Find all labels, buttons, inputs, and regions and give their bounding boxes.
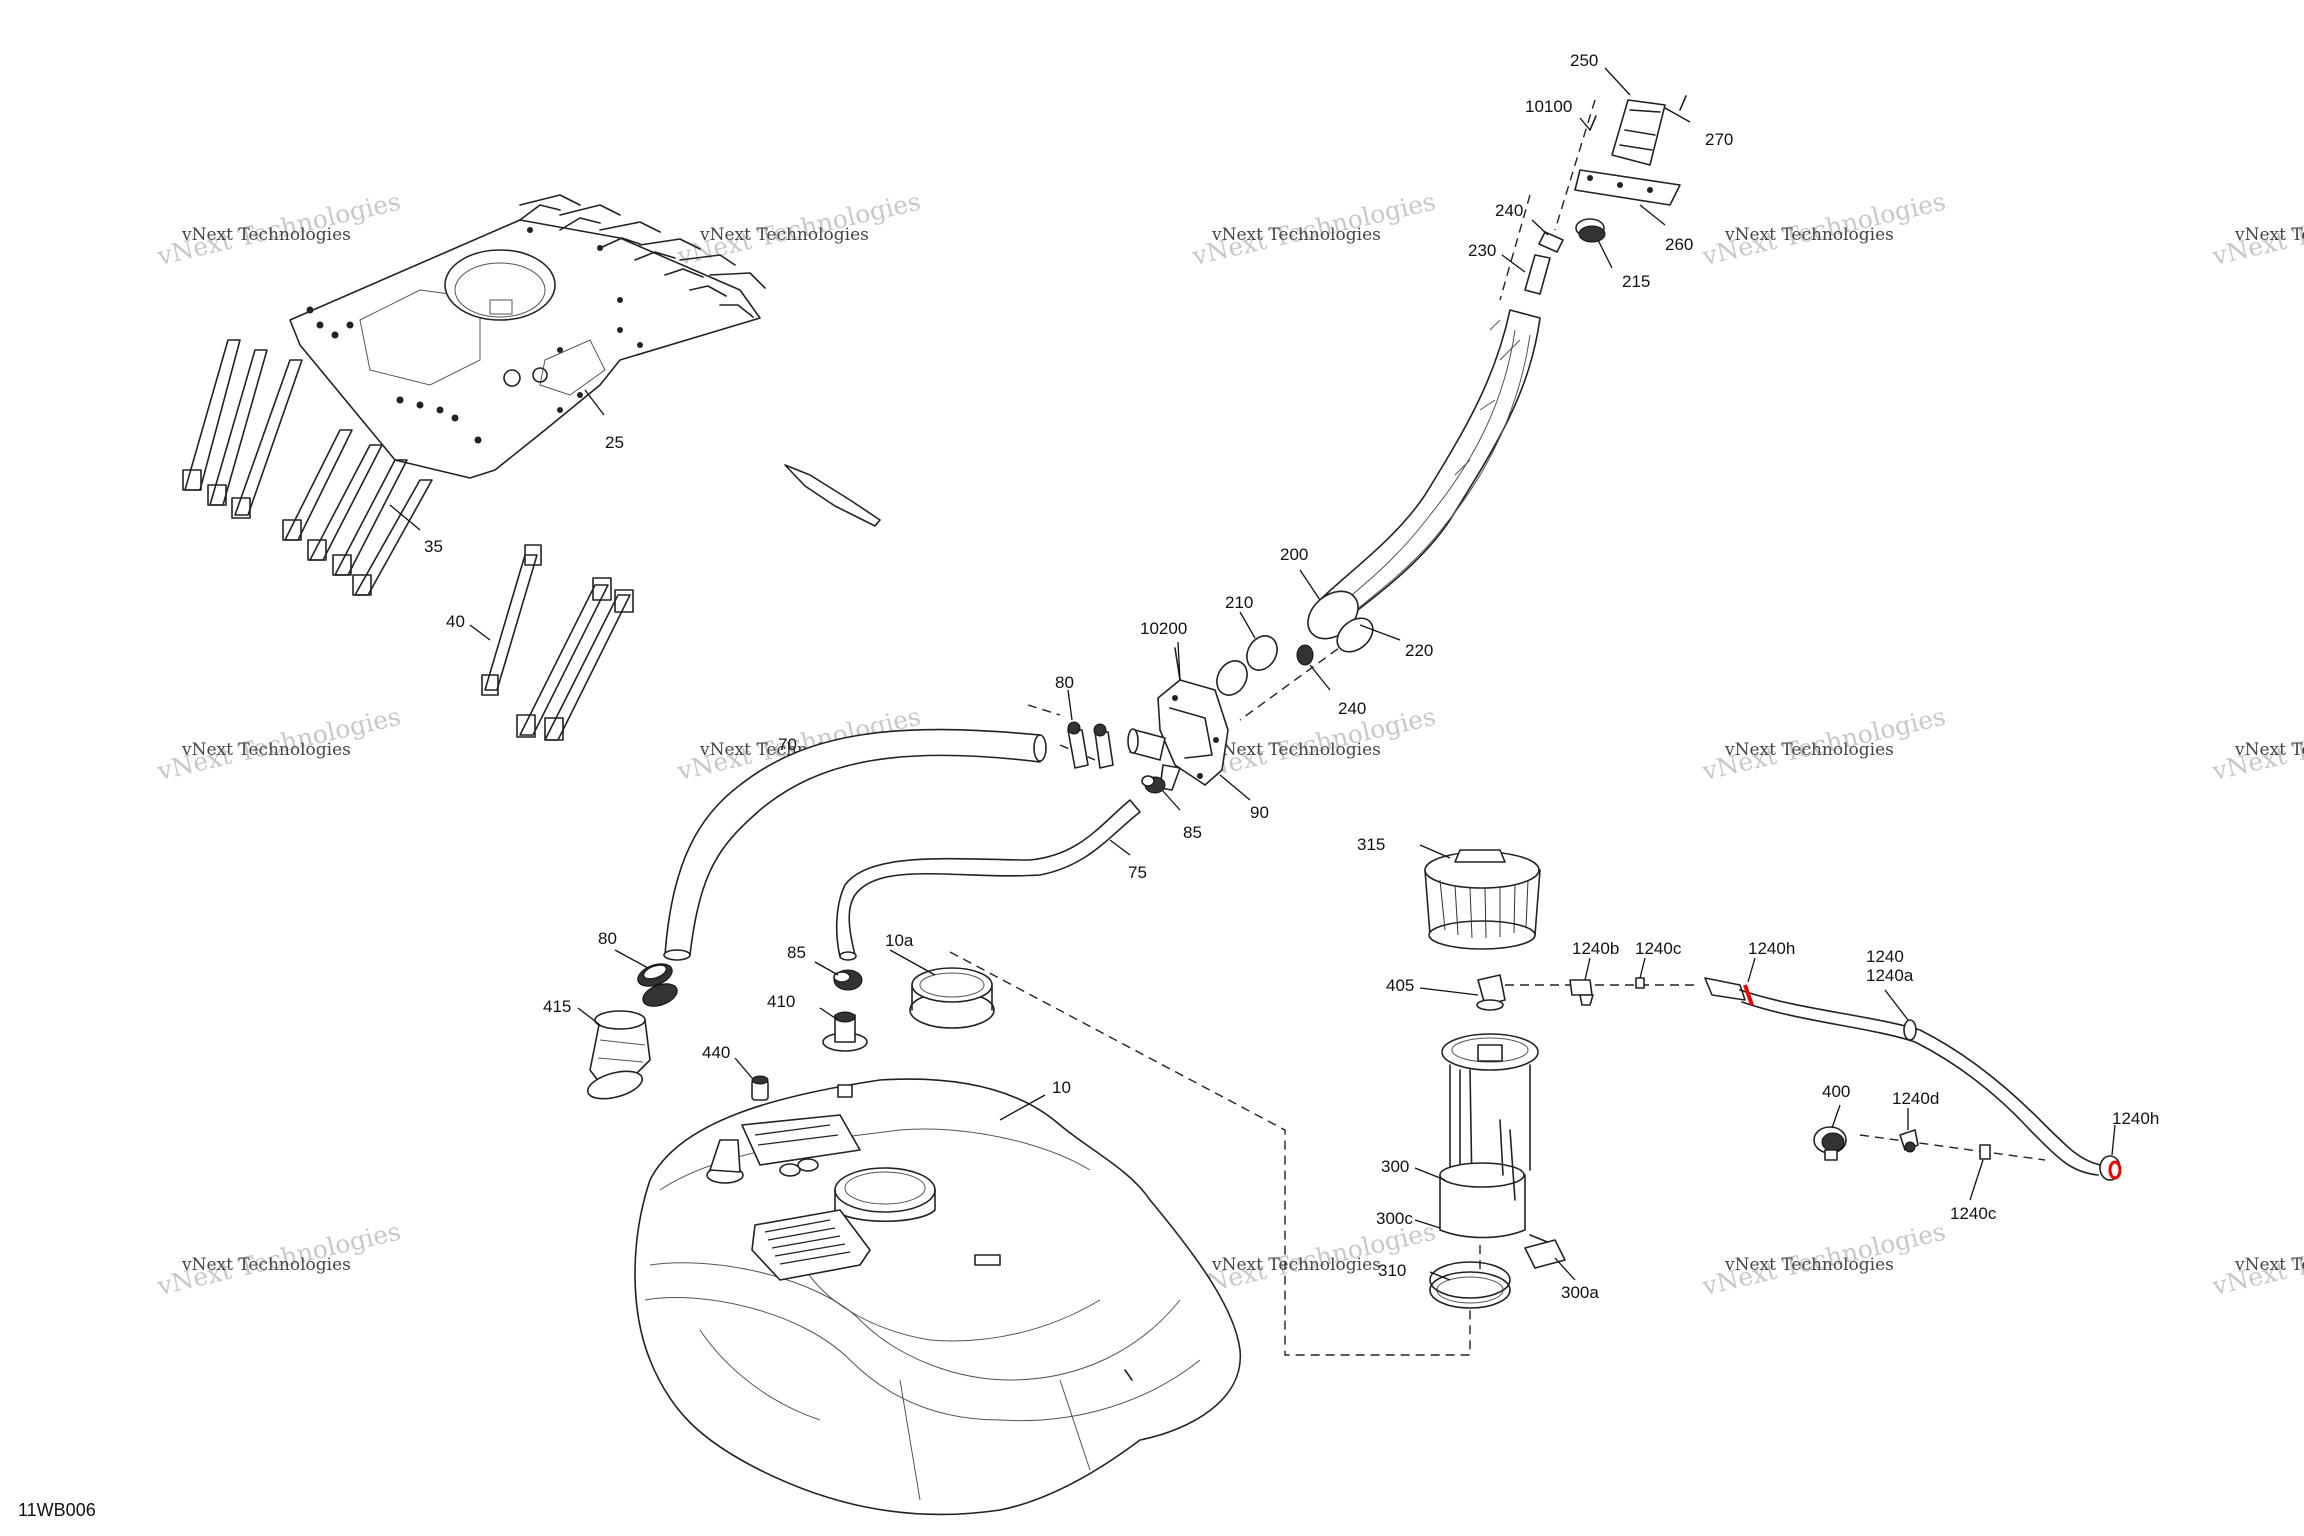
callout-405: 405 bbox=[1386, 976, 1414, 995]
callout-80-low: 80 bbox=[598, 929, 617, 948]
callout-440: 440 bbox=[702, 1043, 730, 1062]
callout-1240c-top: 1240c bbox=[1635, 939, 1682, 958]
assembly-lines bbox=[949, 99, 2046, 1356]
watermark-text: vNext Technologies bbox=[181, 740, 351, 760]
watermark-text: vNext Technologies bbox=[1211, 1255, 1381, 1275]
callout-25: 25 bbox=[605, 433, 624, 452]
seal-ring-part-310 bbox=[1429, 1261, 1511, 1309]
watermark-text: vNext Technologies bbox=[181, 1255, 351, 1275]
watermark-text: vNext Technologies bbox=[181, 225, 351, 245]
callout-85-top: 85 bbox=[1183, 823, 1202, 842]
diagram-code-label: 11WB006 bbox=[18, 1500, 96, 1520]
callout-85-low: 85 bbox=[787, 943, 806, 962]
watermark-text: vNext Technologies bbox=[1211, 740, 1381, 760]
leader-lines bbox=[389, 67, 2116, 1281]
strap-part-35 bbox=[182, 339, 433, 596]
callout-80-top: 80 bbox=[1055, 673, 1074, 692]
callout-70: 70 bbox=[778, 735, 797, 754]
callout-230: 230 bbox=[1468, 241, 1496, 260]
rubber-strap-part-40 bbox=[481, 544, 634, 741]
watermark-text: vNext Technologies bbox=[1724, 225, 1894, 245]
clamp-part-80-lower bbox=[637, 963, 678, 1007]
callout-200: 200 bbox=[1280, 545, 1308, 564]
callout-410: 410 bbox=[767, 992, 795, 1011]
watermark-text: vNext Technologies bbox=[1724, 740, 1894, 760]
watermark-text: vNext Technologies bbox=[2234, 740, 2304, 760]
elbow-part-405 bbox=[1476, 974, 1506, 1011]
callout-310: 310 bbox=[1378, 1261, 1406, 1280]
callout-40: 40 bbox=[446, 612, 465, 631]
callout-1240c-low: 1240c bbox=[1950, 1204, 1997, 1223]
callout-1240d: 1240d bbox=[1892, 1089, 1939, 1108]
callout-1240: 1240 bbox=[1866, 947, 1904, 966]
elbow-fitting-part-415 bbox=[586, 1010, 651, 1100]
callout-415: 415 bbox=[543, 997, 571, 1016]
callout-1240h-top: 1240h bbox=[1748, 939, 1795, 958]
clamp-part-85 bbox=[1141, 775, 1166, 794]
shield-plate-part-25 bbox=[289, 194, 881, 527]
callout-260: 260 bbox=[1665, 235, 1693, 254]
clamp-part-80 bbox=[1067, 721, 1114, 769]
callout-220: 220 bbox=[1405, 641, 1433, 660]
callout-215: 215 bbox=[1622, 272, 1650, 291]
callout-1240h-low: 1240h bbox=[2112, 1109, 2159, 1128]
callout-240-top: 240 bbox=[1495, 201, 1523, 220]
filler-hose-part-200 bbox=[1307, 309, 1541, 653]
callout-35: 35 bbox=[424, 537, 443, 556]
callout-315: 315 bbox=[1357, 835, 1385, 854]
connector-part-400 bbox=[1813, 1126, 1847, 1161]
callout-300c: 300c bbox=[1376, 1209, 1413, 1228]
clip-part-1240c bbox=[1979, 1144, 1991, 1160]
clamp-part-215 bbox=[1524, 218, 1606, 295]
hose-part-70 bbox=[663, 728, 1047, 961]
watermark-text: vNext Technologies bbox=[2234, 225, 2304, 245]
callout-10200: 10200 bbox=[1140, 619, 1187, 638]
callout-300: 300 bbox=[1381, 1157, 1409, 1176]
callout-labels: 250 270 10100 260 240 230 215 25 35 40 2… bbox=[424, 51, 2159, 1302]
clamp-part-85-lower bbox=[833, 969, 863, 991]
callout-240-mid: 240 bbox=[1338, 699, 1366, 718]
fuel-pump-part-300 bbox=[1439, 1033, 1566, 1269]
watermark-text: vNext Technologies bbox=[1724, 1255, 1894, 1275]
hose-part-75 bbox=[835, 799, 1141, 961]
grommet-part-410 bbox=[822, 1011, 868, 1052]
fitting-part-1240d bbox=[1899, 1129, 1919, 1153]
callout-1240b: 1240b bbox=[1572, 939, 1619, 958]
callout-1240a: 1240a bbox=[1866, 966, 1914, 985]
callout-400: 400 bbox=[1822, 1082, 1850, 1101]
callout-90: 90 bbox=[1250, 803, 1269, 822]
watermark-text: vNext Technologies bbox=[1211, 225, 1381, 245]
callout-250: 250 bbox=[1570, 51, 1598, 70]
callout-300a: 300a bbox=[1561, 1283, 1599, 1302]
callout-75: 75 bbox=[1128, 863, 1147, 882]
callout-10a: 10a bbox=[885, 931, 914, 950]
fuel-line-part-1240 bbox=[1569, 977, 2122, 1181]
callout-210: 210 bbox=[1225, 593, 1253, 612]
watermark-text: vNext Technologies bbox=[699, 225, 869, 245]
watermark-text: vNext Technologies bbox=[2234, 1255, 2304, 1275]
fuel-tank-part-10 bbox=[634, 1078, 1241, 1516]
lock-ring-part-10a bbox=[909, 967, 995, 1029]
callout-270: 270 bbox=[1705, 130, 1733, 149]
clamp-part-210 bbox=[1216, 635, 1314, 696]
filler-flange-part-90 bbox=[1127, 647, 1229, 791]
callout-10100: 10100 bbox=[1525, 97, 1572, 116]
callout-10: 10 bbox=[1052, 1078, 1071, 1097]
filter-part-315 bbox=[1424, 849, 1541, 950]
cap-part-440 bbox=[751, 1075, 769, 1101]
filler-cap-part-250 bbox=[1574, 95, 1687, 206]
